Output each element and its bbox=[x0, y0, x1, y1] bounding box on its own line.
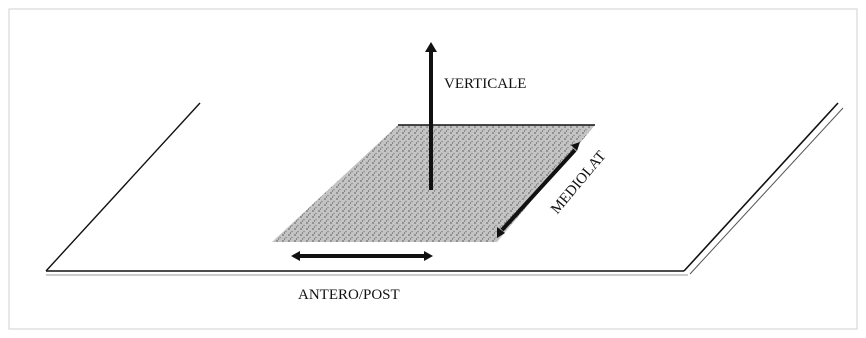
antero-post-label: ANTERO/POST bbox=[298, 287, 400, 304]
vertical-arrow-head bbox=[425, 42, 437, 52]
vertical-label: VERTICALE bbox=[444, 76, 526, 93]
